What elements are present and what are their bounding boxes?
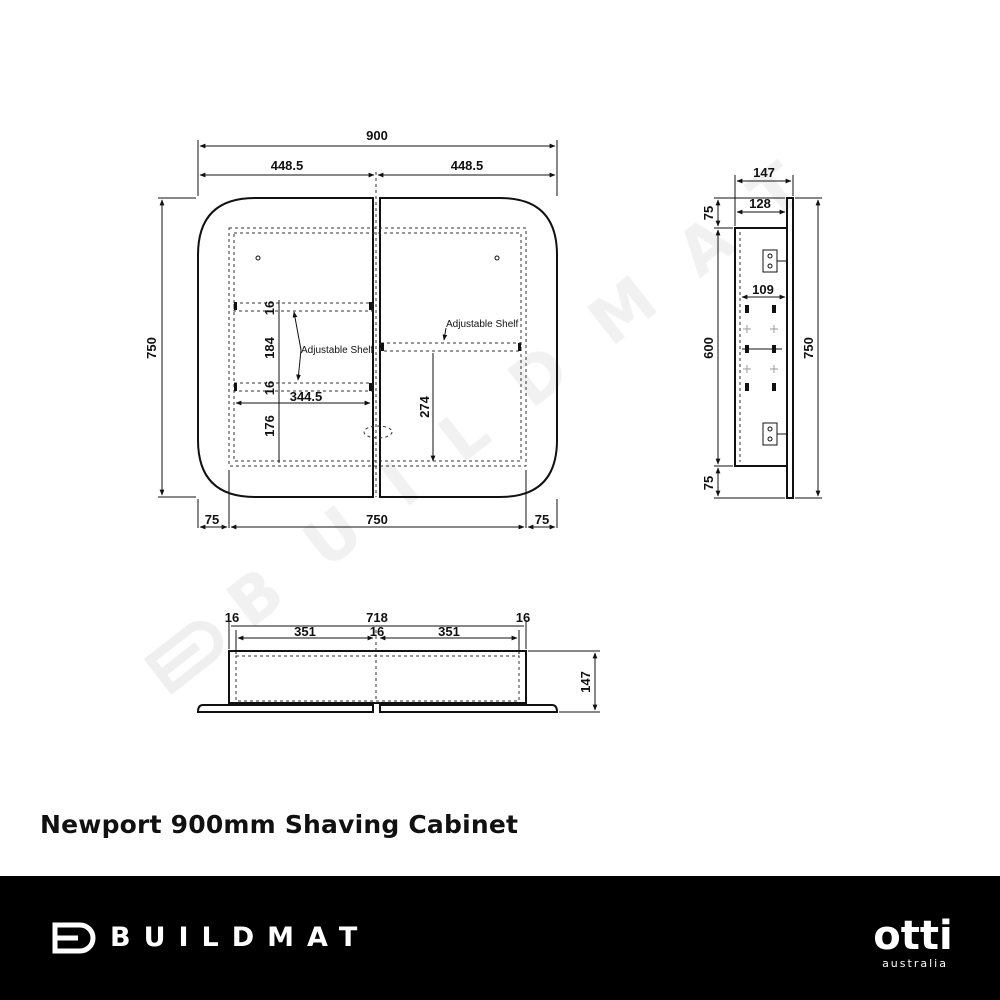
- svg-text:australia: australia: [882, 957, 948, 970]
- cabinet-outline: [197, 197, 374, 498]
- dim-side-bottom-offset: 75: [701, 476, 716, 490]
- technical-drawing: BUILDMAT 900 448.5 448.5: [143, 120, 854, 713]
- buildmat-logo-icon: [52, 922, 96, 954]
- side-door: [786, 197, 794, 499]
- hinge-bottom-icon: [762, 422, 787, 446]
- dim-top-side-right: 16: [516, 610, 530, 625]
- door-handle-recess: [363, 425, 393, 439]
- dim-shelf-thickness-top: 16: [262, 301, 277, 315]
- inner-body-dashed: [228, 227, 527, 467]
- footer-bar: [0, 876, 1000, 1000]
- dim-top-divider: 16: [370, 624, 384, 639]
- dim-top-depth: 147: [578, 671, 593, 693]
- dim-side-body-depth: 128: [749, 196, 771, 211]
- front-view: 900 448.5 448.5 750 75 750 75 16 184 16 …: [144, 128, 558, 530]
- dim-overall-height: 750: [144, 337, 159, 359]
- shelf-top-left: [233, 302, 373, 312]
- top-view: 16 718 16 351 16 351 147: [196, 610, 600, 713]
- dim-side-inner-depth: 109: [752, 282, 774, 297]
- dim-side-overall-height: 750: [801, 337, 816, 359]
- shelf-right: [380, 342, 522, 352]
- dim-overall-width: 900: [366, 128, 388, 143]
- dim-right-compartment: 274: [417, 395, 432, 417]
- product-title: Newport 900mm Shaving Cabinet: [40, 810, 519, 839]
- otti-australia-logo: otti australia: [873, 913, 952, 970]
- watermark-logo-icon: [143, 620, 223, 695]
- side-view: 147 128 109 75 600 75 750: [701, 165, 822, 499]
- dim-top-inner-width: 718: [366, 610, 388, 625]
- dim-bottom-offset-right: 75: [535, 512, 549, 527]
- svg-text:otti: otti: [873, 913, 952, 959]
- dim-top-bay-left: 351: [294, 624, 316, 639]
- dim-shelf-width: 344.5: [290, 389, 323, 404]
- dim-shelf-thickness-bottom: 16: [262, 381, 277, 395]
- dim-shelf-gap: 184: [262, 336, 277, 358]
- dim-side-body-height: 600: [701, 337, 716, 359]
- note-adjustable-shelf-left: Adjustable Shelf: [301, 345, 373, 356]
- dim-top-side-left: 16: [225, 610, 239, 625]
- dim-door-right: 448.5: [451, 158, 484, 173]
- top-body: [228, 650, 527, 704]
- dim-top-bay-right: 351: [438, 624, 460, 639]
- dim-bottom-offset-left: 75: [205, 512, 219, 527]
- dim-bottom-inner: 750: [366, 512, 388, 527]
- dim-door-left: 448.5: [271, 158, 304, 173]
- brand-name: BUILDMAT: [110, 922, 371, 953]
- dim-bottom-compartment: 176: [262, 415, 277, 437]
- dim-side-overall-depth: 147: [753, 165, 775, 180]
- dim-side-top-offset: 75: [701, 206, 716, 220]
- hinge-top-icon: [762, 249, 787, 273]
- top-doors: [196, 704, 374, 713]
- note-adjustable-shelf-right: Adjustable Shelf: [446, 319, 518, 330]
